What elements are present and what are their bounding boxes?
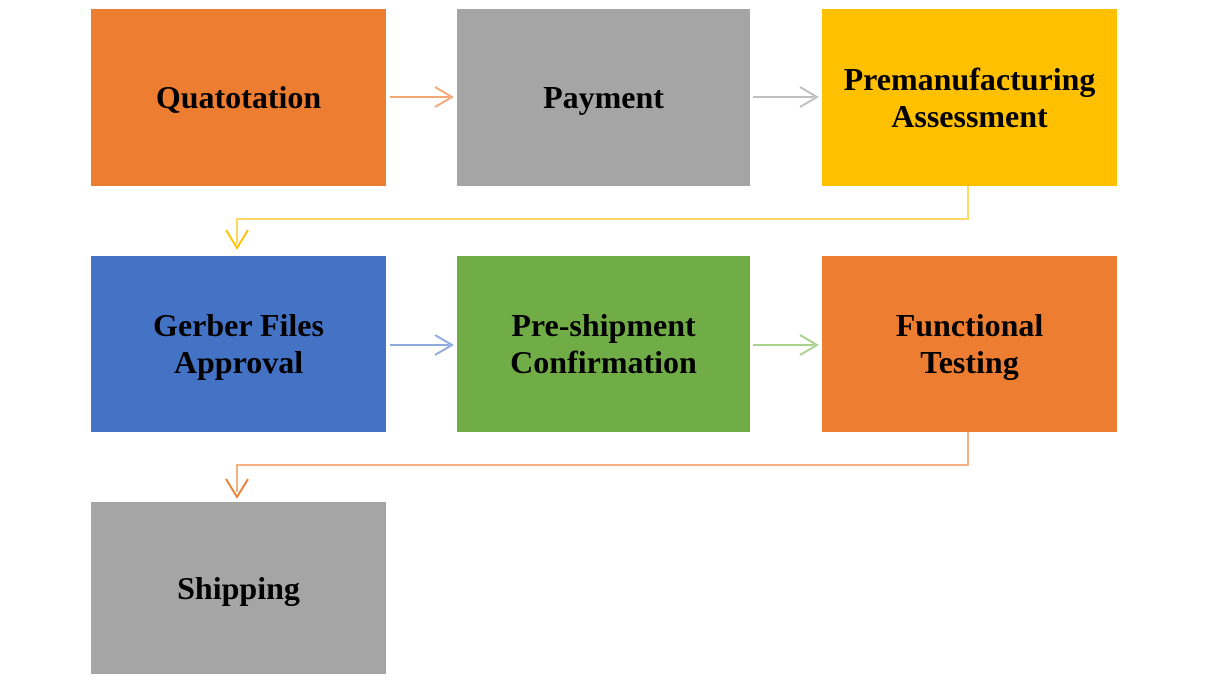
connector-gerber-to-preshipment: [390, 334, 454, 356]
node-functional-testing: Functional Testing: [822, 256, 1117, 432]
arrowhead-right-icon: [799, 86, 819, 108]
arrowhead-down-icon: [225, 229, 249, 250]
arrowhead-right-icon: [434, 334, 454, 356]
connector-payment-to-premanufacturing: [753, 86, 819, 108]
node-label: Quatotation: [155, 79, 322, 116]
node-label: Pre-shipment Confirmation: [510, 307, 697, 380]
arrowhead-right-icon: [799, 334, 819, 356]
connector-preshipment-to-functional: [753, 334, 819, 356]
node-label: Functional Testing: [895, 307, 1044, 380]
connector-elbow-line: [236, 432, 969, 492]
node-shipping: Shipping: [91, 502, 386, 674]
node-gerber-files-approval: Gerber Files Approval: [91, 256, 386, 432]
node-label: Gerber Files Approval: [153, 307, 324, 380]
node-payment: Payment: [457, 9, 750, 186]
connector-functional-to-shipping: [225, 432, 969, 499]
connector-quotation-to-payment: [390, 86, 454, 108]
node-premanufacturing-assessment: Premanufacturing Assessment: [822, 9, 1117, 186]
connector-premanufacturing-to-gerber: [225, 186, 969, 250]
connector-elbow-line: [236, 186, 969, 244]
node-label: Shipping: [177, 569, 300, 606]
node-label: Payment: [543, 79, 664, 116]
node-pre-shipment-confirmation: Pre-shipment Confirmation: [457, 256, 750, 432]
node-label: Premanufacturing Assessment: [843, 60, 1096, 134]
arrowhead-down-icon: [225, 478, 249, 499]
arrowhead-right-icon: [434, 86, 454, 108]
node-quotation: Quatotation: [91, 9, 386, 186]
